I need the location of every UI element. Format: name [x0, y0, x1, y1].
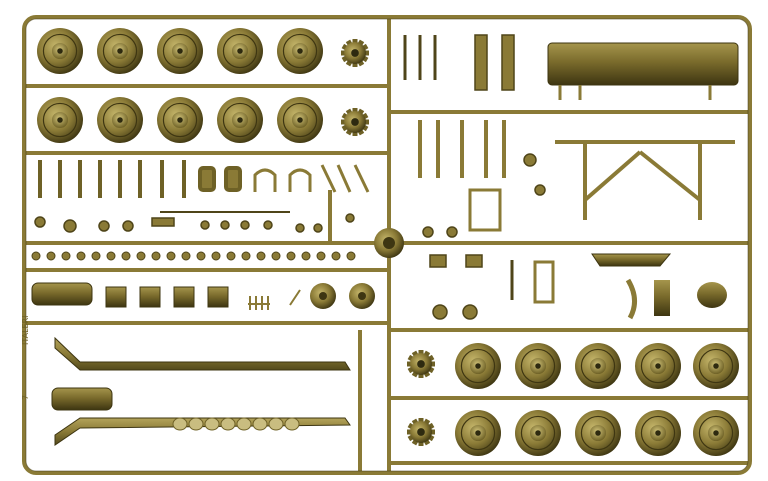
- sprocket-2: [341, 108, 369, 136]
- bolt: [121, 251, 131, 261]
- chassis-beam-lower: [54, 417, 351, 446]
- road-wheel-second-3: [157, 97, 203, 143]
- bolt: [271, 251, 281, 261]
- bolt: [331, 251, 341, 261]
- track-links-panel: [172, 417, 300, 431]
- bolt: [151, 251, 161, 261]
- track-link: [204, 417, 220, 431]
- drive-sprockets: [341, 39, 435, 446]
- small-fittings: [34, 211, 355, 233]
- armor-plates: [105, 286, 229, 308]
- bolt: [241, 251, 251, 261]
- track-link: [172, 417, 188, 431]
- suspension-arms: [38, 160, 242, 198]
- struts: [418, 120, 506, 178]
- bolt: [256, 251, 266, 261]
- bolt: [196, 251, 206, 261]
- center-gate-disc: [374, 228, 404, 258]
- dozer-blade: [591, 253, 727, 320]
- road-wheel-second-2: [97, 97, 143, 143]
- bolt: [136, 251, 146, 261]
- track-link: [220, 417, 236, 431]
- track-link: [236, 417, 252, 431]
- track-link: [252, 417, 268, 431]
- road-wheel-bottom-1: [455, 410, 501, 456]
- fuel-drum: [51, 387, 113, 411]
- road-wheels-row-1: [37, 28, 323, 74]
- bolt: [106, 251, 116, 261]
- bolt: [316, 251, 326, 261]
- a-frame: [555, 140, 735, 220]
- small-clamps: [253, 164, 370, 193]
- road-wheel-top-5: [277, 28, 323, 74]
- bolt: [211, 251, 221, 261]
- sprue-marks: ITALERI 7: [21, 315, 30, 400]
- storage-tank: [547, 42, 739, 100]
- bolt: [181, 251, 191, 261]
- bolt: [46, 251, 56, 261]
- road-wheel-second-1: [37, 97, 83, 143]
- track-link: [284, 417, 300, 431]
- track-link: [188, 417, 204, 431]
- road-wheel-bottom-3: [575, 410, 621, 456]
- road-wheel-top-4: [217, 28, 263, 74]
- road-wheel-top-3: [157, 28, 203, 74]
- sprue-frame: [22, 15, 752, 475]
- bolt: [61, 251, 71, 261]
- bolt: [31, 251, 41, 261]
- road-wheel-third-3: [575, 343, 621, 389]
- road-wheel-second-4: [217, 97, 263, 143]
- sprocket-3: [407, 350, 435, 378]
- bolt: [91, 251, 101, 261]
- idler-wheels: [310, 283, 375, 309]
- chassis-beam-upper: [54, 336, 351, 371]
- sprocket-1: [341, 39, 369, 67]
- bolt: [286, 251, 296, 261]
- sprocket-4: [407, 418, 435, 446]
- road-wheel-top-2: [97, 28, 143, 74]
- sprue-mark-1: ITALERI: [21, 315, 30, 345]
- small-forks: [248, 289, 301, 310]
- bolt: [226, 251, 236, 261]
- sprue-mark-2: 7: [21, 395, 30, 400]
- road-wheel-third-2: [515, 343, 561, 389]
- road-wheel-bottom-2: [515, 410, 561, 456]
- bolt: [301, 251, 311, 261]
- bolt: [166, 251, 176, 261]
- road-wheels-row-3: [455, 343, 739, 389]
- road-wheel-top-1: [37, 28, 83, 74]
- road-wheel-third-4: [635, 343, 681, 389]
- road-wheel-bottom-5: [693, 410, 739, 456]
- bolt: [76, 251, 86, 261]
- road-wheel-third-1: [455, 343, 501, 389]
- tool-box: [31, 282, 93, 306]
- vertical-brackets: [403, 34, 515, 91]
- road-wheel-second-5: [277, 97, 323, 143]
- road-wheels-row-2: [37, 97, 323, 143]
- road-wheel-bottom-4: [635, 410, 681, 456]
- bolt-row: [31, 251, 356, 261]
- road-wheels-row-4: [455, 410, 739, 456]
- bolt: [346, 251, 356, 261]
- road-wheel-third-5: [693, 343, 739, 389]
- track-link: [268, 417, 284, 431]
- misc-right-fittings: [422, 153, 555, 320]
